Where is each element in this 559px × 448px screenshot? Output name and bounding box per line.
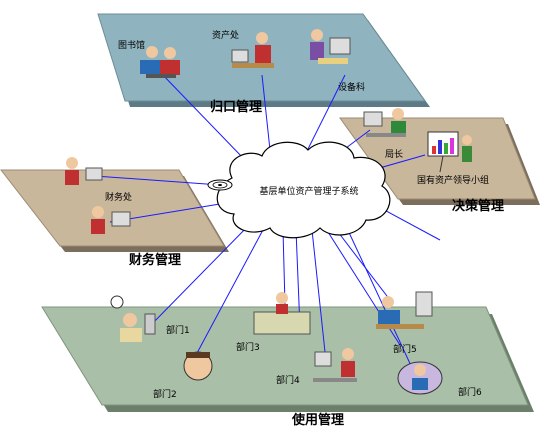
central-cloud: 基层单位资产管理子系统 (207, 141, 391, 239)
dept1-figure-icon (110, 295, 156, 342)
label-library: 图书馆 (118, 39, 145, 51)
library-figures-icon (140, 46, 180, 78)
dept5-figure-icon (376, 291, 433, 329)
center-label: 基层单位资产管理子系统 (259, 185, 358, 197)
dept6-figure-icon (397, 361, 443, 395)
dept3-figure-icon (253, 292, 311, 335)
label-finance-office: 财务处 (105, 191, 132, 203)
link-dept3 (282, 229, 286, 306)
director-figure-icon (363, 108, 406, 137)
label-director: 局长 (385, 148, 403, 160)
dept2-figure-icon (183, 351, 213, 381)
title-finance-management: 财务管理 (129, 252, 181, 268)
dept4-figure-icon (313, 348, 357, 382)
label-dept2: 部门2 (153, 388, 177, 400)
plane-right (339, 117, 540, 205)
link-asset-office (261, 74, 271, 151)
label-dept1: 部门1 (166, 324, 190, 336)
link-dept5 (334, 227, 391, 301)
label-equipment-dept: 设备科 (338, 81, 365, 93)
link-dept1 (147, 221, 253, 329)
label-dept4: 部门4 (276, 374, 300, 386)
label-dept6: 部门6 (458, 386, 482, 398)
link-library (159, 71, 246, 161)
link-dept6 (345, 225, 421, 386)
disk-icon (207, 179, 233, 191)
label-dept3: 部门3 (236, 341, 260, 353)
asset-office-figure-icon (231, 32, 274, 68)
label-asset-office: 资产处 (212, 29, 239, 41)
equipment-dept-figure-icon (310, 29, 351, 64)
title-usage-management: 使用管理 (291, 412, 344, 428)
link-finance-1 (94, 175, 221, 186)
title-centralized-management: 归口管理 (210, 99, 262, 115)
finance-figures-icon (65, 157, 131, 234)
plane-left (0, 169, 229, 252)
title-decision-management: 决策管理 (452, 198, 504, 214)
label-state-asset-group: 国有资产领导小组 (417, 174, 489, 186)
label-dept5: 部门5 (393, 343, 417, 355)
link-dept2 (195, 227, 265, 356)
presentation-board-icon (427, 131, 472, 173)
link-dept4 (311, 229, 326, 353)
link-equipment (304, 74, 346, 156)
